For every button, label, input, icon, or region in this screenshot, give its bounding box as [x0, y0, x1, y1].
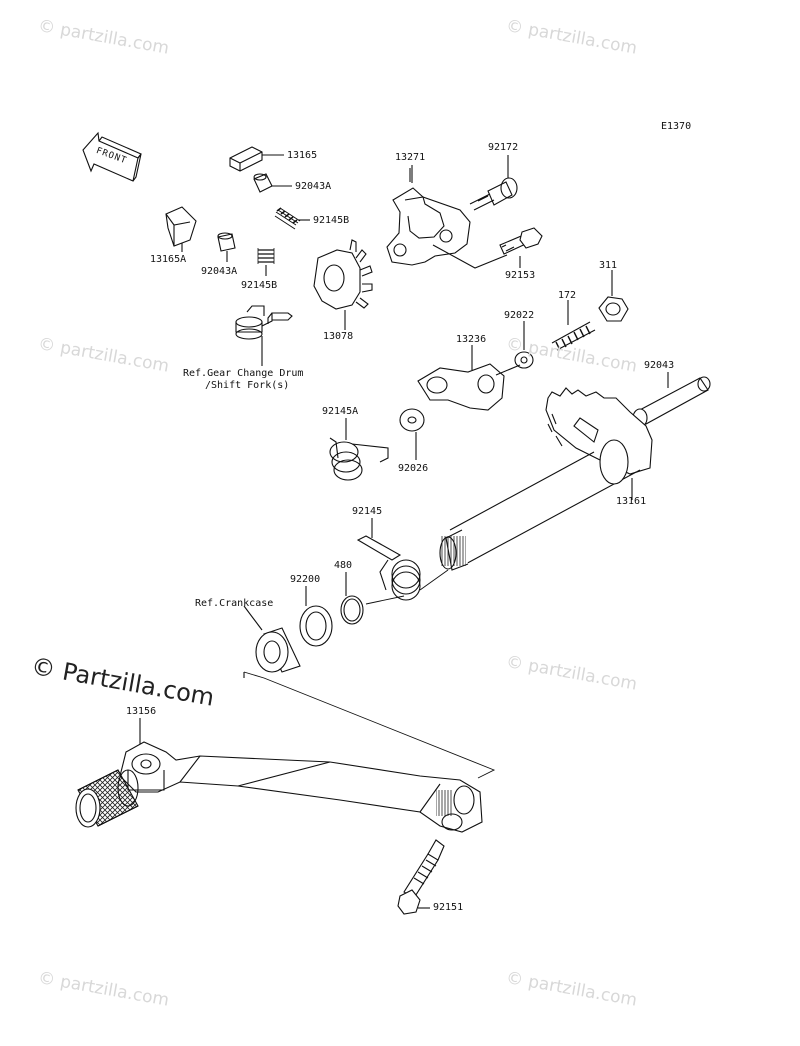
- part-13165[interactable]: [229, 146, 263, 172]
- part-92022[interactable]: [514, 351, 534, 369]
- part-label-13156[interactable]: 13156: [126, 706, 157, 717]
- part-92145A[interactable]: [329, 437, 389, 481]
- ref-gear-drum-line1: Ref.Gear Change Drum: [183, 368, 304, 379]
- part-label-13165A[interactable]: 13165A: [150, 254, 187, 265]
- part-shift-rubber[interactable]: [75, 769, 139, 828]
- part-label-92145B[interactable]: 92145B: [313, 215, 350, 226]
- part-label-92153[interactable]: 92153: [505, 270, 536, 281]
- part-92043A-top[interactable]: [253, 173, 273, 193]
- part-drum-pin[interactable]: [235, 305, 293, 340]
- part-label-92145A[interactable]: 92145A: [322, 406, 359, 417]
- part-13271[interactable]: [386, 168, 471, 266]
- part-311[interactable]: [598, 296, 629, 322]
- part-label-92026[interactable]: 92026: [398, 463, 429, 474]
- part-label-92200[interactable]: 92200: [290, 574, 321, 585]
- part-label-13078[interactable]: 13078: [323, 331, 354, 342]
- part-crankcase-seal[interactable]: [255, 627, 301, 673]
- part-label-92145[interactable]: 92145: [352, 506, 383, 517]
- part-13236[interactable]: [417, 363, 521, 411]
- diagram-code: E1370: [661, 121, 692, 132]
- part-172[interactable]: [551, 321, 596, 351]
- part-label-92022[interactable]: 92022: [504, 310, 535, 321]
- part-92153[interactable]: [499, 227, 543, 255]
- part-92026[interactable]: [399, 408, 425, 432]
- part-label-13161[interactable]: 13161: [616, 496, 647, 507]
- part-label-13236[interactable]: 13236: [456, 334, 487, 345]
- part-92200[interactable]: [299, 605, 333, 647]
- ref-gear-drum-line2: /Shift Fork(s): [205, 380, 290, 391]
- part-92043[interactable]: [632, 376, 711, 428]
- part-92172[interactable]: [469, 177, 518, 211]
- part-label-92172[interactable]: 92172: [488, 142, 519, 153]
- front-arrow-icon: [82, 131, 142, 182]
- part-13161[interactable]: [439, 387, 653, 571]
- part-13165A[interactable]: [165, 206, 197, 247]
- part-label-92043A[interactable]: 92043A: [201, 266, 238, 277]
- part-label-13165[interactable]: 13165: [287, 150, 318, 161]
- part-label-92043[interactable]: 92043: [644, 360, 675, 371]
- part-92151[interactable]: [397, 839, 445, 915]
- ref-crankcase: Ref.Crankcase: [195, 598, 274, 609]
- part-label-172[interactable]: 172: [558, 290, 577, 301]
- part-label-311[interactable]: 311: [599, 260, 618, 271]
- part-92043A-bottom[interactable]: [217, 232, 236, 252]
- part-13078[interactable]: [313, 239, 373, 310]
- part-13156[interactable]: [119, 741, 483, 833]
- part-label-13271[interactable]: 13271: [395, 152, 426, 163]
- part-label-92151[interactable]: 92151: [433, 902, 464, 913]
- part-480[interactable]: [340, 595, 364, 625]
- part-92145B-top[interactable]: [274, 207, 301, 230]
- part-label-480[interactable]: 480: [334, 560, 353, 571]
- part-92145B-bottom[interactable]: [257, 248, 275, 264]
- part-92145[interactable]: [356, 535, 421, 601]
- part-label-92145B[interactable]: 92145B: [241, 280, 278, 291]
- part-label-92043A[interactable]: 92043A: [295, 181, 332, 192]
